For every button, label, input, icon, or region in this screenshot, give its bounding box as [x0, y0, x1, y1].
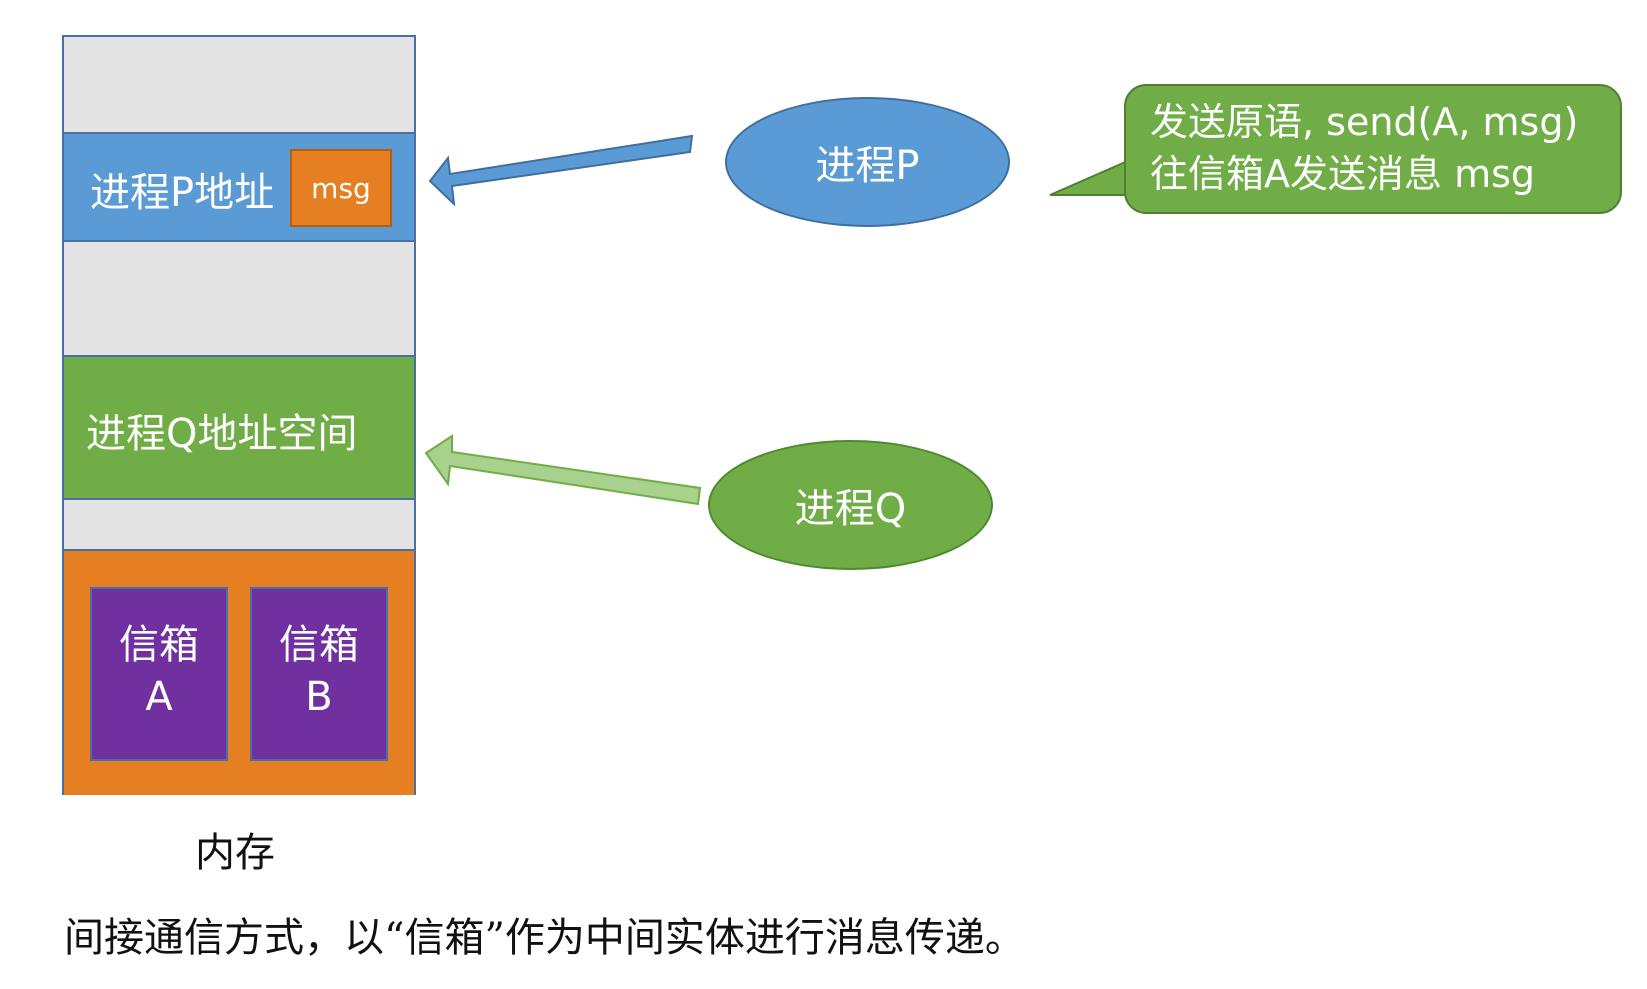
memory-caption: 内存: [195, 830, 275, 876]
process-q-node: 进程Q: [708, 440, 993, 570]
process-p-address-space: 进程P地址 msg: [64, 132, 414, 242]
mailbox-b-line1: 信箱: [279, 622, 359, 668]
process-p-address-label: 进程P地址: [90, 170, 275, 216]
memory-stack: 进程P地址 msg 进程Q地址空间 信箱 A 信箱 B: [62, 35, 416, 795]
process-q-label: 进程Q: [794, 486, 907, 532]
mailbox-a-label: 信箱 A: [92, 619, 226, 723]
arrow-p-to-memory: [428, 134, 694, 207]
callout-line2: 往信箱A发送消息 msg: [1150, 152, 1536, 196]
mailbox-a-line1: 信箱: [119, 622, 199, 668]
footer-caption: 间接通信方式，以“信箱”作为中间实体进行消息传递。: [64, 915, 1025, 961]
system-address-space: 信箱 A 信箱 B: [64, 549, 414, 795]
process-p-label: 进程P: [815, 143, 920, 189]
mailbox-b-label: 信箱 B: [252, 619, 386, 723]
mailbox-a: 信箱 A: [90, 587, 228, 761]
process-q-address-space: 进程Q地址空间: [64, 355, 414, 500]
process-q-address-label: 进程Q地址空间: [86, 411, 358, 457]
arrow-q-to-memory: [424, 434, 702, 506]
process-p-node: 进程P: [725, 97, 1010, 227]
mailbox-b: 信箱 B: [250, 587, 388, 761]
mailbox-a-line2: A: [145, 674, 173, 720]
callout-pointer: [1049, 158, 1131, 196]
send-primitive-callout: 发送原语, send(A, msg) 往信箱A发送消息 msg: [1124, 84, 1622, 214]
mailbox-b-line2: B: [305, 674, 333, 720]
callout-line1: 发送原语, send(A, msg): [1150, 100, 1579, 144]
msg-block: msg: [290, 149, 392, 227]
